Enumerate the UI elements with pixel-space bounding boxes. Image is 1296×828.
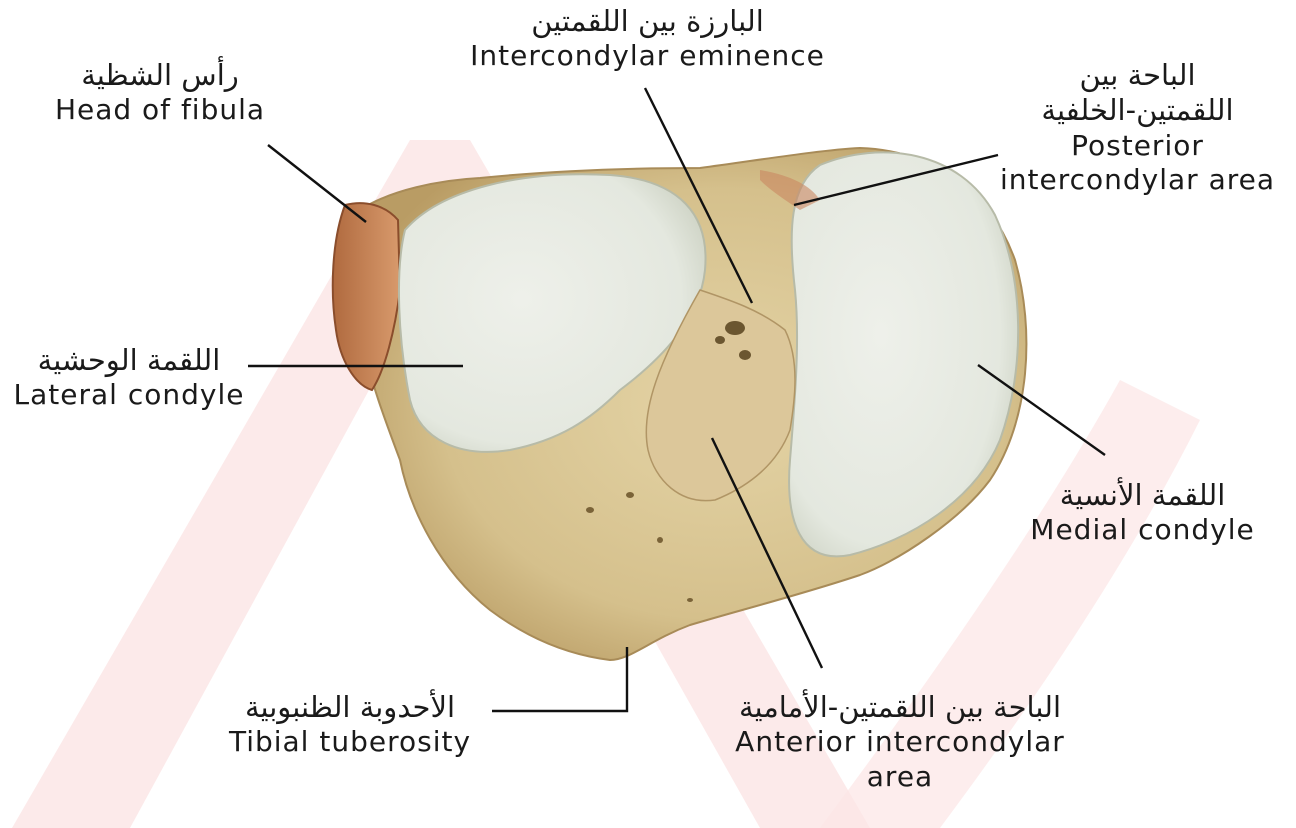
foramen	[657, 537, 663, 543]
medial-condyle-shape	[789, 152, 1018, 556]
label-anterior-intercondylar-area: الباحة بين اللقمتين-الأمامية Anterior in…	[690, 690, 1110, 794]
label-intercondylar-eminence: البارزة بين اللقمتين Intercondylar emine…	[450, 4, 845, 74]
label-en: Intercondylar eminence	[450, 39, 845, 73]
foramen	[687, 598, 693, 602]
tibial-plateau-bone	[333, 148, 1027, 660]
label-tibial-tuberosity: الأحدوبة الظنبوبية Tibial tuberosity	[210, 690, 490, 760]
label-en: Head of fibula	[30, 93, 290, 127]
label-en: Posterior	[990, 129, 1285, 163]
label-posterior-intercondylar-area: الباحة بين اللقمتين-الخلفية Posterior in…	[990, 58, 1285, 197]
label-ar: الباحة بين اللقمتين-الأمامية	[690, 690, 1110, 725]
label-en: intercondylar area	[990, 163, 1285, 197]
label-ar: رأس الشظية	[30, 58, 290, 93]
label-ar: اللقمتين-الخلفية	[990, 93, 1285, 128]
label-head-of-fibula: رأس الشظية Head of fibula	[30, 58, 290, 128]
leader-line-fibula-head	[268, 145, 366, 222]
label-ar: اللقمة الأنسية	[1010, 478, 1275, 513]
label-ar: اللقمة الوحشية	[4, 343, 254, 378]
foramen	[586, 507, 594, 513]
label-en: area	[690, 760, 1110, 794]
label-ar: الأحدوبة الظنبوبية	[210, 690, 490, 725]
label-en: Medial condyle	[1010, 513, 1275, 547]
label-en: Anterior intercondylar	[690, 725, 1110, 759]
label-medial-condyle: اللقمة الأنسية Medial condyle	[1010, 478, 1275, 548]
foramen	[725, 321, 745, 335]
foramen	[739, 350, 751, 360]
label-lateral-condyle: اللقمة الوحشية Lateral condyle	[4, 343, 254, 413]
label-en: Lateral condyle	[4, 378, 254, 412]
label-en: Tibial tuberosity	[210, 725, 490, 759]
label-ar: الباحة بين	[990, 58, 1285, 93]
label-ar: البارزة بين اللقمتين	[450, 4, 845, 39]
foramen	[626, 492, 634, 498]
foramen	[715, 336, 725, 344]
